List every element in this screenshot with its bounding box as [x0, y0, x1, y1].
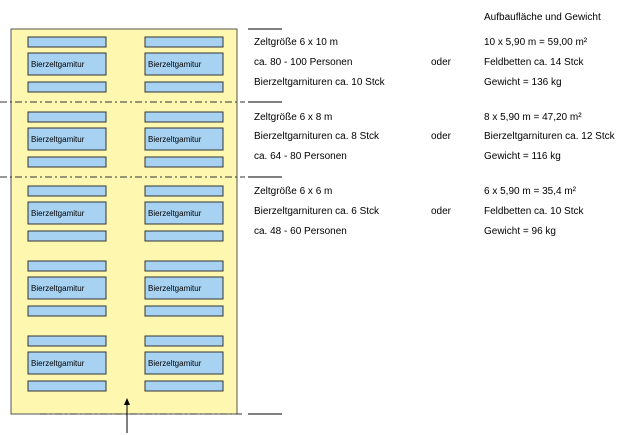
table: [27, 276, 107, 300]
table-label: Bierzeltgamitur: [148, 60, 202, 69]
table-label: Bierzeltgamitur: [148, 359, 202, 368]
s2-area: 8 x 5,90 m = 47,20 m²: [484, 112, 582, 123]
bench-top: [144, 36, 224, 48]
table-label: Bierzeltgamitur: [31, 209, 85, 218]
s3-persons: ca. 48 - 60 Personen: [254, 226, 347, 237]
table-label: Bierzeltgamitur: [148, 284, 202, 293]
bench-bottom: [27, 156, 107, 168]
beer-table-set: Bierzeltgamitur: [144, 111, 224, 168]
table-label: Bierzeltgamitur: [148, 209, 202, 218]
s2-weight: Gewicht = 116 kg: [484, 151, 561, 162]
bench-top: [27, 185, 107, 197]
table: [144, 276, 224, 300]
bench-top: [144, 260, 224, 272]
table: [144, 127, 224, 151]
bench-top: [27, 111, 107, 123]
s1-beds: Feldbetten ca. 14 Stck: [484, 57, 584, 68]
table-label: Bierzeltgamitur: [31, 284, 85, 293]
beer-table-set: Bierzeltgamitur: [27, 335, 107, 392]
s3-or: oder: [431, 206, 452, 217]
table: [27, 201, 107, 225]
bench-top: [27, 335, 107, 347]
beer-table-set: Bierzeltgamitur: [144, 260, 224, 317]
s3-weight: Gewicht = 96 kg: [484, 226, 556, 237]
s3-area: 6 x 5,90 m = 35,4 m²: [484, 186, 576, 197]
s1-tables: Bierzeltgarnituren ca. 10 Stck: [254, 77, 385, 88]
s2-persons: ca. 64 - 80 Personen: [254, 151, 347, 162]
table: [27, 127, 107, 151]
table-label: Bierzeltgamitur: [31, 359, 85, 368]
bench-top: [144, 111, 224, 123]
s1-or: oder: [431, 57, 452, 68]
s1-weight: Gewicht = 136 kg: [484, 77, 562, 88]
s1-size: Zeltgröße 6 x 10 m: [254, 37, 338, 48]
bench-bottom: [144, 305, 224, 317]
bench-bottom: [27, 380, 107, 392]
s2-tables: Bierzeltgarnituren ca. 8 Stck: [254, 131, 380, 142]
table: [144, 351, 224, 375]
s2-or: oder: [431, 131, 452, 142]
bench-bottom: [144, 380, 224, 392]
table-label: Bierzeltgamitur: [148, 135, 202, 144]
bench-bottom: [144, 230, 224, 242]
table: [144, 201, 224, 225]
beer-table-set: Bierzeltgamitur: [27, 185, 107, 242]
beer-table-set: Bierzeltgamitur: [144, 36, 224, 93]
s3-size: Zeltgröße 6 x 6 m: [254, 186, 333, 197]
bench-top: [144, 335, 224, 347]
header-title: Aufbaufläche und Gewicht: [484, 12, 601, 23]
s1-persons: ca. 80 - 100 Personen: [254, 57, 353, 68]
s3-beds: Feldbetten ca. 10 Stck: [484, 206, 584, 217]
bench-top: [144, 185, 224, 197]
beer-table-set: Bierzeltgamitur: [144, 335, 224, 392]
bench-top: [27, 36, 107, 48]
table: [27, 52, 107, 76]
beer-table-set: Bierzeltgamitur: [27, 260, 107, 317]
entrance-arrow-head: [124, 398, 130, 405]
beer-table-set: Bierzeltgamitur: [144, 185, 224, 242]
beer-table-set: Bierzeltgamitur: [27, 111, 107, 168]
bench-bottom: [27, 81, 107, 93]
table: [144, 52, 224, 76]
table-label: Bierzeltgamitur: [31, 60, 85, 69]
bench-top: [27, 260, 107, 272]
bench-bottom: [27, 230, 107, 242]
s2-beds: Bierzeltgarnituren ca. 12 Stck: [484, 131, 615, 142]
s2-size: Zeltgröße 6 x 8 m: [254, 112, 333, 123]
bench-bottom: [144, 156, 224, 168]
table: [27, 351, 107, 375]
beer-table-set: Bierzeltgamitur: [27, 36, 107, 93]
s1-area: 10 x 5,90 m = 59,00 m²: [484, 37, 588, 48]
s3-tables: Bierzeltgarnituren ca. 6 Stck: [254, 206, 380, 217]
table-label: Bierzeltgamitur: [31, 135, 85, 144]
bench-bottom: [144, 81, 224, 93]
bench-bottom: [27, 305, 107, 317]
